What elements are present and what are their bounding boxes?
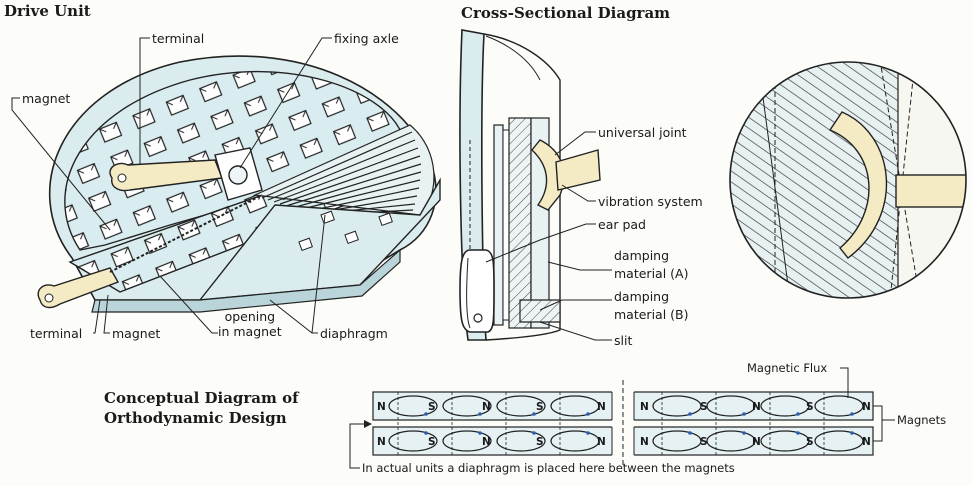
label-vibration-system: vibration system <box>598 194 703 209</box>
pole-label: N <box>752 401 761 413</box>
pole-label: S <box>428 436 436 448</box>
label-damping-a-line1: damping <box>614 248 670 263</box>
diaphragm-placement-note: In actual units a diaphragm is placed he… <box>362 461 735 475</box>
pole-label: N <box>862 401 871 413</box>
pole-label: S <box>806 401 814 413</box>
label-damping-a: damping material (A) <box>614 248 688 281</box>
label-damping-b-line1: damping <box>614 289 670 304</box>
label-magnetic-flux: Magnetic Flux <box>747 361 828 375</box>
label-opening-line2: in magnet <box>218 324 282 339</box>
pole-label: N <box>482 401 491 413</box>
drive-unit-leaders <box>11 37 332 334</box>
pole-label: N <box>640 401 649 413</box>
drive-unit-title: Drive Unit <box>4 2 91 20</box>
pole-label: S <box>700 401 708 413</box>
label-ear-pad: ear pad <box>598 217 646 232</box>
label-fixing-axle: fixing axle <box>334 31 399 46</box>
pole-label: N <box>597 436 606 448</box>
pole-label: N <box>752 436 761 448</box>
pole-label: N <box>640 436 649 448</box>
conceptual-title-line1: Conceptual Diagram of <box>104 389 299 407</box>
label-magnets: Magnets <box>897 413 947 427</box>
cross-section-illustration <box>459 29 601 341</box>
pole-label: S <box>536 436 544 448</box>
label-universal-joint: universal joint <box>598 125 687 140</box>
label-slit: slit <box>614 333 633 348</box>
label-opening: opening in magnet <box>218 309 282 339</box>
label-terminal-bottom: terminal <box>30 326 83 341</box>
drive-unit-illustration <box>37 55 441 313</box>
conceptual-title: Conceptual Diagram of Orthodynamic Desig… <box>104 388 299 428</box>
label-terminal-top: terminal <box>152 31 205 46</box>
pole-label: S <box>806 436 814 448</box>
label-damping-b: damping material (B) <box>614 289 688 322</box>
label-damping-b-line2: material (B) <box>614 307 689 322</box>
label-damping-a-line2: material (A) <box>614 266 689 281</box>
label-opening-line1: opening <box>224 309 276 324</box>
pole-label: N <box>862 436 871 448</box>
pole-label: N <box>377 401 386 413</box>
conceptual-title-line2: Orthodynamic Design <box>104 409 287 427</box>
cross-section-leaders <box>485 131 612 341</box>
label-magnet-bottom: magnet <box>112 326 161 341</box>
pole-label: S <box>700 436 708 448</box>
zoom-lens <box>729 61 967 299</box>
diaphragm-corrugation <box>252 124 435 216</box>
pole-label: S <box>428 401 436 413</box>
label-diaphragm: diaphragm <box>320 326 388 341</box>
pole-label: N <box>597 401 606 413</box>
pole-label: N <box>482 436 491 448</box>
pole-label: S <box>536 401 544 413</box>
conceptual-diagram <box>349 367 895 469</box>
label-magnet-left: magnet <box>22 91 71 106</box>
pole-label: N <box>377 436 386 448</box>
cross-section-title: Cross-Sectional Diagram <box>461 4 671 22</box>
